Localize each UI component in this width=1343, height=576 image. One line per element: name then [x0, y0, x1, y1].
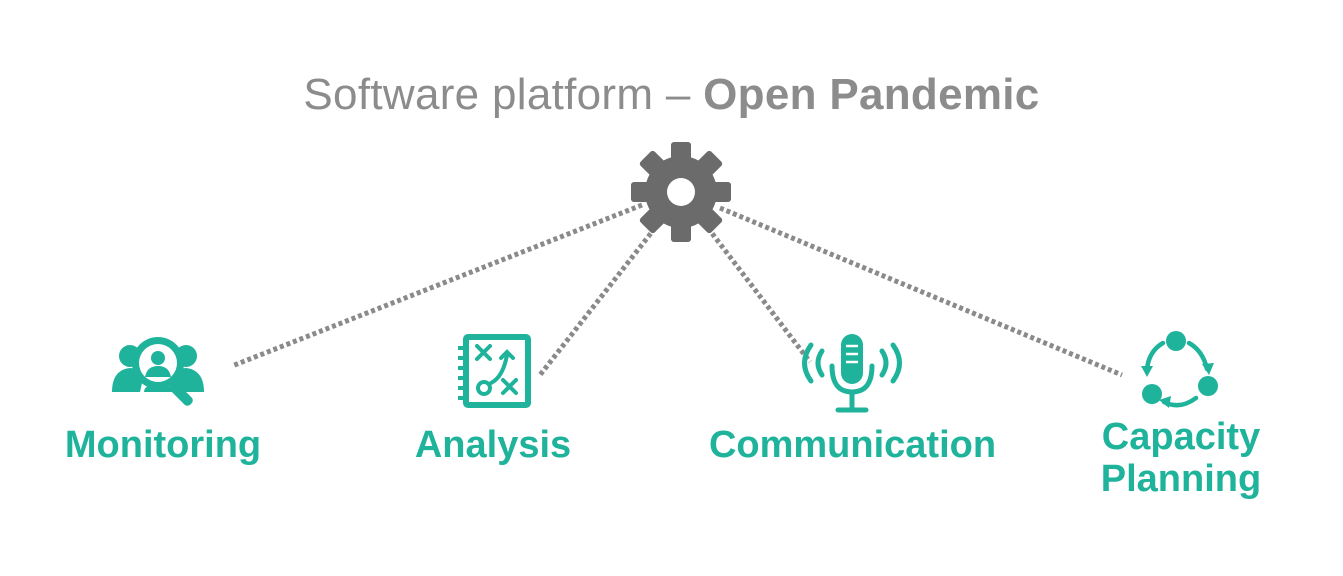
connector-communication: [706, 226, 812, 364]
cycle-icon: [1141, 331, 1218, 408]
microphone-icon: [802, 334, 902, 413]
people-search-icon: [112, 337, 204, 406]
title-emphasis: Open Pandemic: [703, 70, 1040, 119]
connector-analysis: [538, 226, 657, 377]
node-label-analysis: Analysis: [414, 424, 572, 466]
capacity-label-line2: Planning: [1100, 458, 1262, 500]
node-label-monitoring: Monitoring: [64, 424, 262, 466]
connector-capacity: [719, 205, 1123, 378]
connectors: [231, 202, 1123, 378]
page-title: Software platform – Open Pandemic: [0, 70, 1343, 120]
capacity-label-line1: Capacity: [1101, 416, 1261, 458]
strategy-board-icon: [458, 334, 531, 408]
connector-monitoring: [231, 202, 643, 369]
gear-icon: [631, 142, 731, 242]
title-prefix: Software platform –: [303, 70, 704, 119]
node-label-capacity-planning: Capacity Planning: [1088, 416, 1274, 500]
node-label-communication: Communication: [708, 424, 997, 466]
